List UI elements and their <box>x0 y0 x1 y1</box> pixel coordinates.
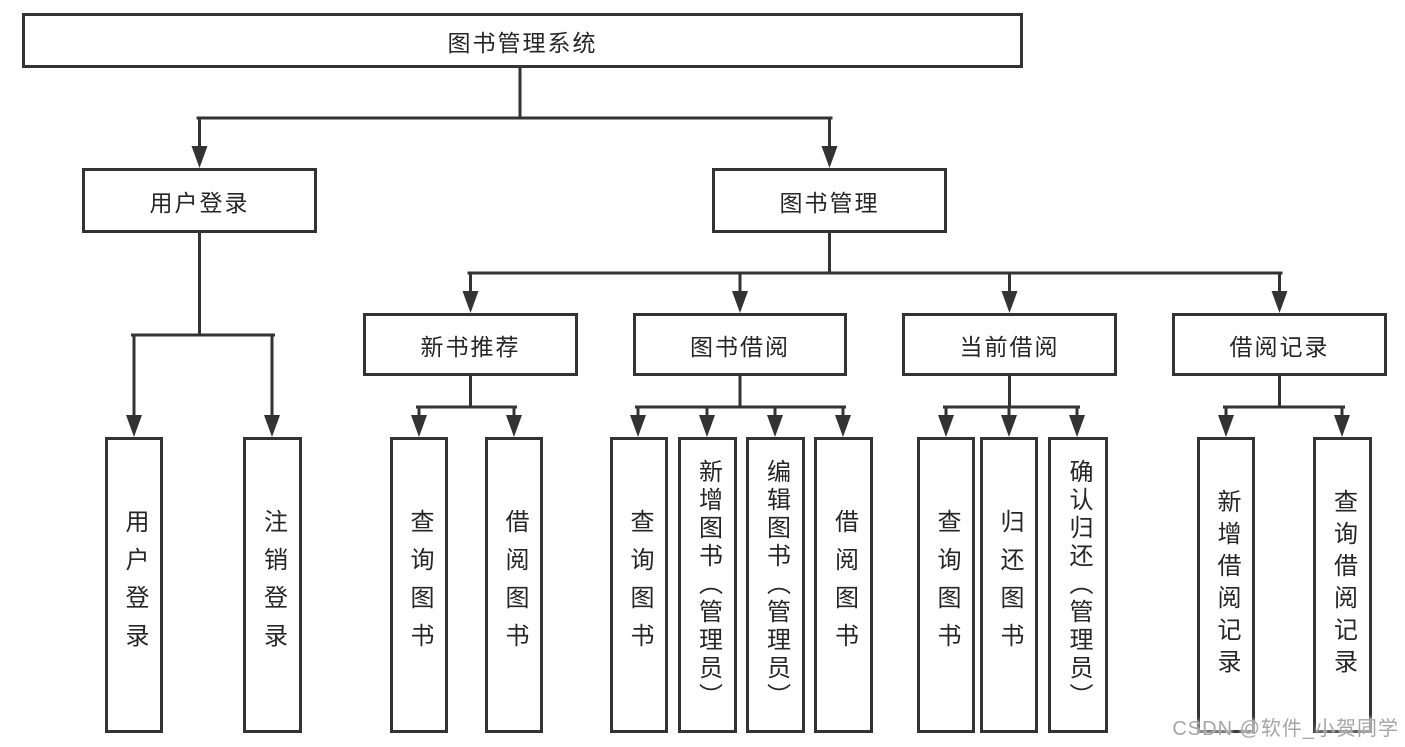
leaf-add-borrow-record: 新增借阅记录 <box>1197 437 1255 733</box>
node-book-borrowing: 图书借阅 <box>633 313 847 376</box>
node-label: 新增图书（管理员） <box>694 459 722 711</box>
leaf-query-books-recommend: 查询图书 <box>390 437 448 733</box>
node-label: 借阅图书 <box>501 509 528 661</box>
node-label: 查询图书 <box>406 509 433 661</box>
leaf-query-borrow-record: 查询借阅记录 <box>1313 437 1372 733</box>
branch-user-login <box>126 231 280 437</box>
csdn-watermark: CSDN @软件_小贺同学 <box>1172 718 1399 740</box>
branch-book-management <box>462 231 1288 313</box>
node-label: 查询图书 <box>933 509 960 661</box>
node-label: 归还图书 <box>996 509 1023 661</box>
node-label: 图书管理系统 <box>447 29 598 56</box>
node-label: 查询图书 <box>626 509 653 661</box>
branch-current-borrowing <box>938 374 1085 437</box>
node-current-borrowing: 当前借阅 <box>902 313 1117 376</box>
node-label: 新增借阅记录 <box>1213 489 1240 681</box>
node-new-book-recommendation: 新书推荐 <box>363 313 578 376</box>
node-label: 确认归还（管理员） <box>1065 459 1092 711</box>
leaf-confirm-return-admin: 确认归还（管理员） <box>1048 437 1108 733</box>
leaf-query-books-current: 查询图书 <box>917 437 975 733</box>
node-user-login: 用户登录 <box>82 168 317 233</box>
leaf-logout: 注销登录 <box>243 437 302 733</box>
node-label: 借阅图书 <box>830 509 858 661</box>
branch-root <box>191 66 838 168</box>
node-borrowing-records: 借阅记录 <box>1172 313 1387 376</box>
node-label: 图书管理 <box>779 189 880 216</box>
node-label: 当前借阅 <box>959 333 1060 360</box>
node-label: 用户登录 <box>121 509 148 661</box>
node-label: 查询借阅记录 <box>1329 489 1357 681</box>
leaf-user-login: 用户登录 <box>105 437 163 733</box>
leaf-add-book-admin: 新增图书（管理员） <box>678 437 737 733</box>
branch-borrowing-records <box>1218 374 1350 437</box>
node-label: 借阅记录 <box>1229 333 1330 360</box>
leaf-borrow-books-borrowing: 借阅图书 <box>814 437 873 733</box>
branch-new-book-recommendation <box>411 374 522 437</box>
node-label: 编辑图书（管理员） <box>762 459 790 711</box>
node-label: 注销登录 <box>259 509 287 661</box>
leaf-edit-book-admin: 编辑图书（管理员） <box>746 437 805 733</box>
leaf-borrow-books-recommend: 借阅图书 <box>485 437 543 733</box>
branch-book-borrowing <box>630 374 851 437</box>
node-label: 用户登录 <box>149 189 250 216</box>
node-book-management: 图书管理 <box>712 168 947 233</box>
leaf-return-book: 归还图书 <box>980 437 1038 733</box>
node-library-management-system: 图书管理系统 <box>22 13 1023 68</box>
leaf-query-books-borrowing: 查询图书 <box>610 437 668 733</box>
node-label: 图书借阅 <box>690 333 790 360</box>
node-label: 新书推荐 <box>420 333 521 360</box>
